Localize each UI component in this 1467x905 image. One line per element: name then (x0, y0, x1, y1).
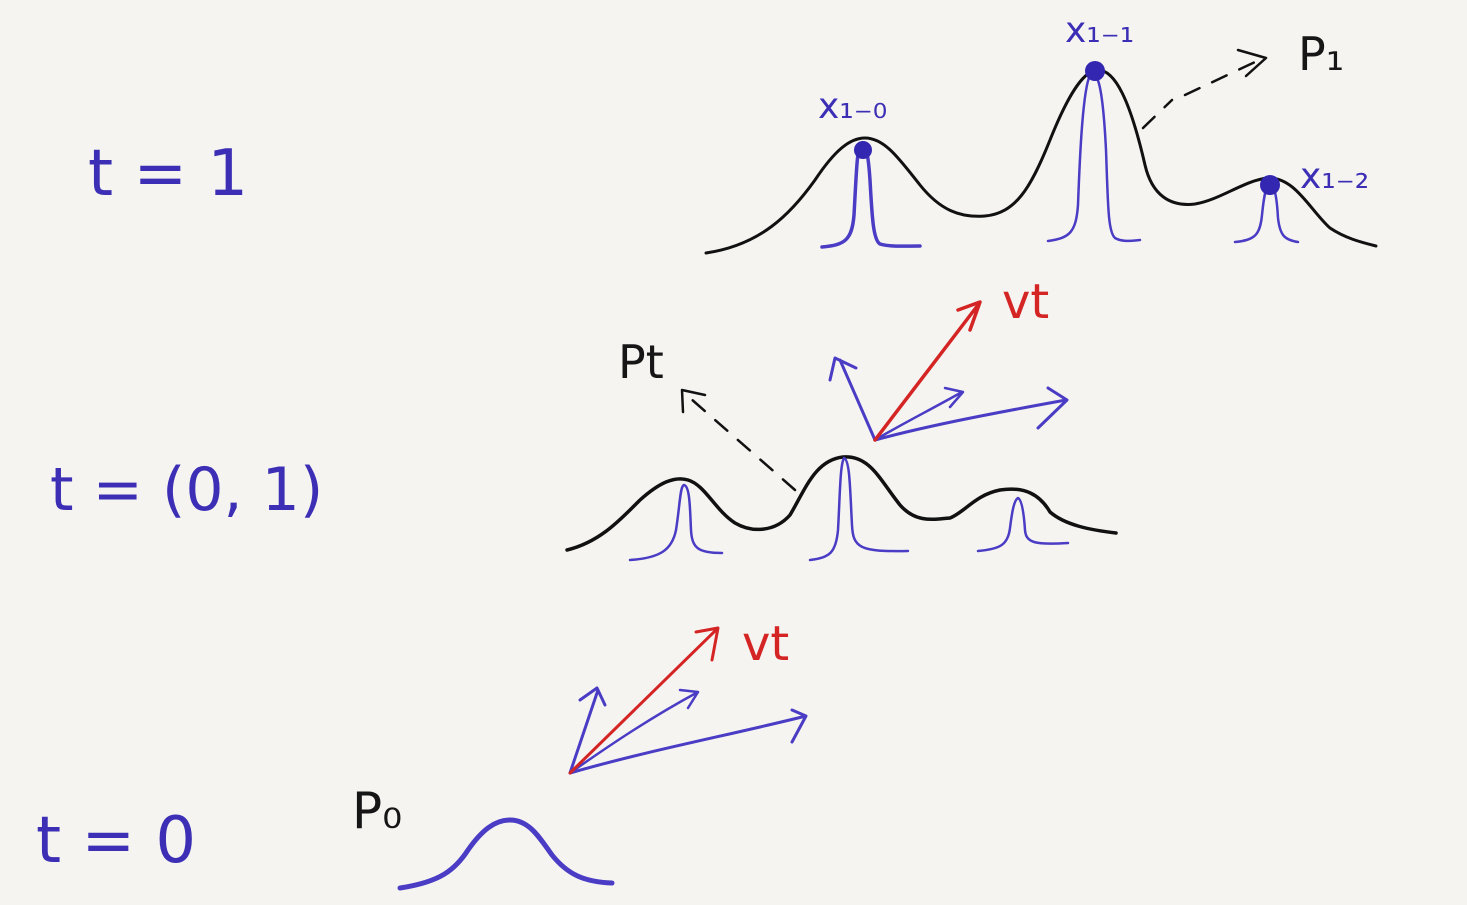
label-t-one: t = 1 (88, 137, 248, 211)
pointer-p1-dashed (1141, 60, 1257, 130)
label-x11: x₁₋₁ (1065, 10, 1134, 51)
bottom-blue-arrow-diag (568, 688, 700, 775)
row-t-one: t = 1 x₁₋₀ x₁₋₁ x₁₋₂ P₁ (88, 10, 1378, 255)
bottom-vector-field: vt (568, 616, 808, 775)
mid-blue-arrow-diag (873, 386, 965, 442)
mid-vector-field: vt (828, 274, 1069, 442)
label-x10: x₁₋₀ (818, 86, 887, 127)
row-t-mid: t = (0, 1) Pt vt (50, 274, 1118, 562)
target-density-curve (704, 68, 1378, 255)
mid-blue-arrow-up (828, 356, 877, 442)
pointer-pt-arrowhead (680, 388, 707, 414)
sample-dot-x10 (854, 141, 872, 159)
peak-x10 (820, 142, 922, 249)
row-t-zero: t = 0 P₀ vt (36, 616, 808, 891)
mid-peak-center (808, 456, 910, 562)
sample-dot-x11 (1085, 61, 1105, 81)
mid-red-vector (873, 300, 982, 442)
pointer-pt-dashed (688, 396, 797, 492)
mid-blue-arrow-right (873, 386, 1069, 442)
mid-peak-right (976, 496, 1070, 553)
label-p-zero: P₀ (352, 782, 402, 840)
bottom-red-vector (568, 626, 720, 775)
label-v-t-bottom: vt (742, 616, 789, 672)
label-v-t-mid: vt (1002, 274, 1049, 330)
label-p-t: Pt (618, 335, 664, 389)
label-t-zero: t = 0 (36, 804, 196, 878)
intermediate-density-curve (565, 455, 1118, 552)
pointer-p1-arrowhead (1236, 48, 1268, 78)
label-p-one: P₁ (1298, 27, 1344, 81)
source-density-curve (397, 817, 615, 891)
bottom-blue-arrow-up (568, 686, 607, 775)
bottom-blue-arrow-right (568, 708, 808, 775)
peak-x11 (1046, 72, 1142, 243)
label-x12: x₁₋₂ (1300, 156, 1369, 197)
label-t-mid: t = (0, 1) (50, 455, 323, 525)
sample-dot-x12 (1260, 175, 1280, 195)
mid-peak-left (628, 483, 724, 562)
